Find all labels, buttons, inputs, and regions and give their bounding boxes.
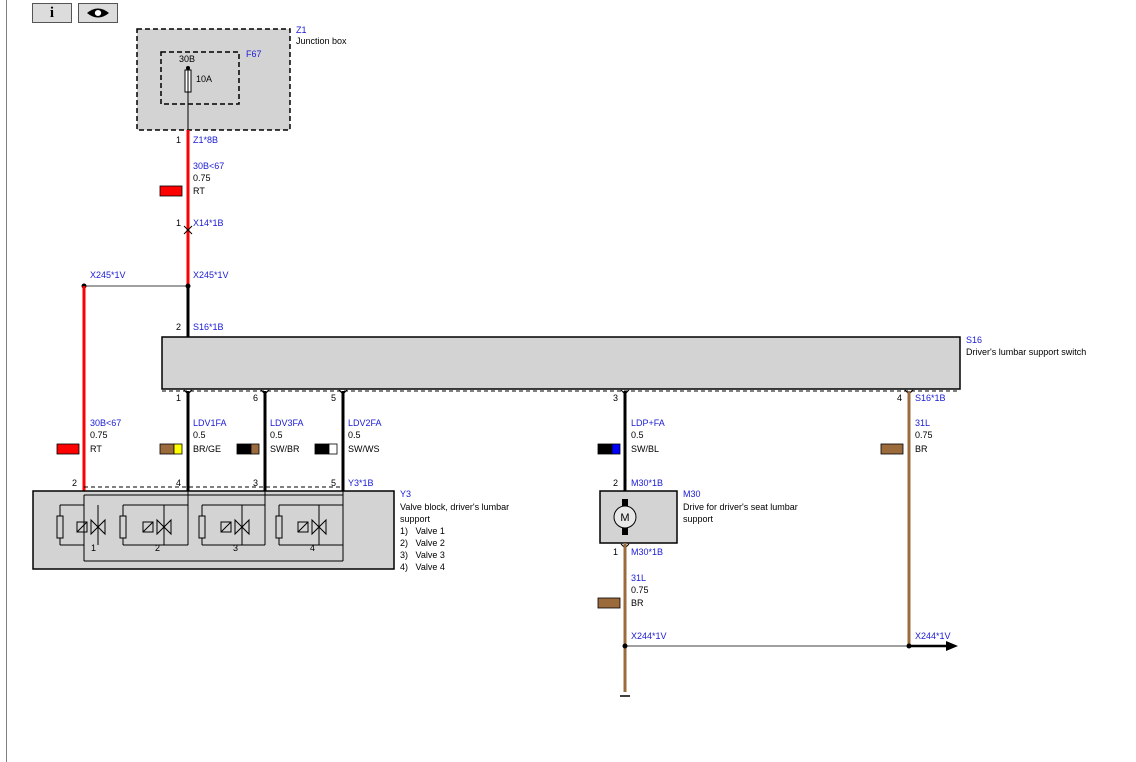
pin-s16-top: 2 — [176, 322, 181, 332]
wire-30b-left-size: 0.75 — [90, 430, 108, 440]
valve-4-symbol — [275, 504, 343, 546]
f67-terminal: 30B — [179, 54, 195, 64]
connector-x14-1b: X14*1B — [193, 218, 224, 228]
info-icon: i — [49, 4, 55, 21]
wire-ldv1-color: BR/GE — [193, 444, 221, 454]
eye-icon — [87, 8, 109, 18]
wire-ldv3-color: SW/BR — [270, 444, 300, 454]
connector-y3-1b: Y3*1B — [348, 478, 374, 488]
valve-number-1: 1 — [91, 543, 96, 553]
wire-31l-s16-size: 0.75 — [915, 430, 933, 440]
wire-31l-m30-signal: 31L — [631, 573, 646, 583]
info-button[interactable]: i — [32, 3, 72, 23]
wire-ldv2-color: SW/WS — [348, 444, 380, 454]
valve-2-symbol — [119, 504, 188, 546]
valve-3-symbol — [198, 504, 265, 546]
wire-31l-s16-color: BR — [915, 444, 928, 454]
pin-y3-30b: 2 — [72, 478, 77, 488]
valve-number-4: 4 — [310, 543, 315, 553]
m30-name-line2: support — [683, 514, 714, 524]
y3-id: Y3 — [400, 489, 411, 499]
f67-rating: 10A — [196, 74, 212, 84]
wire-ldv2-signal: LDV2FA — [348, 418, 382, 428]
motor-symbol: M — [620, 512, 629, 524]
pin-s16-ldv3: 6 — [253, 393, 258, 403]
continuation-arrow[interactable] — [909, 641, 958, 651]
y3-valve-4: 4) Valve 4 — [400, 562, 445, 572]
f67-id: F67 — [246, 49, 262, 59]
wire-ldv3-size: 0.5 — [270, 430, 283, 440]
y3-name-line2: support — [400, 514, 431, 524]
wire-31l-m30-size: 0.75 — [631, 585, 649, 595]
pin-s16-ldv2: 5 — [331, 393, 336, 403]
fuse-f67-frame — [160, 51, 240, 105]
motor-m30[interactable] — [599, 490, 678, 544]
valve-number-3: 3 — [233, 543, 238, 553]
y3-valve-1: 1) Valve 1 — [400, 526, 445, 536]
wire-30b-top-signal: 30B<67 — [193, 161, 224, 171]
m30-name-line1: Drive for driver's seat lumbar — [683, 502, 798, 512]
valve-block-y3[interactable] — [32, 486, 395, 570]
color-swatch-rt-left — [56, 443, 80, 455]
connector-m30-top: M30*1B — [631, 478, 663, 488]
color-swatch-br-ge — [159, 443, 183, 455]
color-swatch-br-m30 — [597, 597, 621, 609]
color-swatch-rt — [159, 185, 183, 197]
wire-ldv1-size: 0.5 — [193, 430, 206, 440]
s16-name: Driver's lumbar support switch — [966, 347, 1086, 357]
connector-m30-bottom: M30*1B — [631, 547, 663, 557]
left-border-rule — [6, 0, 7, 762]
z1-id: Z1 — [296, 25, 307, 35]
wire-31l-m30-color: BR — [631, 598, 644, 608]
wire-30b-top-color: RT — [193, 186, 205, 196]
color-swatch-sw-ws — [314, 443, 338, 455]
y3-valve-3: 3) Valve 3 — [400, 550, 445, 560]
connector-s16-right: S16*1B — [915, 393, 946, 403]
m30-id: M30 — [683, 489, 701, 499]
color-swatch-sw-bl — [597, 443, 621, 455]
wire-ldv1-signal: LDV1FA — [193, 418, 227, 428]
pin-m30-bottom: 1 — [613, 547, 618, 557]
view-button[interactable] — [78, 3, 118, 23]
pin-y3-ldv1: 4 — [176, 478, 181, 488]
wire-ldp-size: 0.5 — [631, 430, 644, 440]
connector-x245-left: X245*1V — [90, 270, 126, 280]
y3-name-line1: Valve block, driver's lumbar — [400, 502, 509, 512]
color-swatch-br — [880, 443, 904, 455]
connector-x245-right: X245*1V — [193, 270, 229, 280]
pin-s16-ldp: 3 — [613, 393, 618, 403]
s16-id: S16 — [966, 335, 982, 345]
connector-x244-right: X244*1V — [915, 631, 951, 641]
junction-box-z1[interactable] — [136, 28, 291, 131]
wire-ldp-color: SW/BL — [631, 444, 659, 454]
pin-y3-ldv2: 5 — [331, 478, 336, 488]
wire-ldv2-size: 0.5 — [348, 430, 361, 440]
color-swatch-sw-br — [236, 443, 260, 455]
wire-30b-left-signal: 30B<67 — [90, 418, 121, 428]
connector-s16-top: S16*1B — [193, 322, 224, 332]
lumbar-switch-s16[interactable] — [161, 336, 961, 392]
valve-number-2: 2 — [155, 543, 160, 553]
pin-s16-31l: 4 — [897, 393, 902, 403]
wire-ldp-signal: LDP+FA — [631, 418, 665, 428]
connector-z1-8b: Z1*8B — [193, 135, 218, 145]
wire-30b-top-size: 0.75 — [193, 173, 211, 183]
y3-valve-2: 2) Valve 2 — [400, 538, 445, 548]
pin-y3-ldv3: 3 — [253, 478, 258, 488]
valve-1-symbol — [56, 504, 106, 546]
pin-x14: 1 — [176, 218, 181, 228]
connector-x244-left: X244*1V — [631, 631, 667, 641]
wire-31l-s16-signal: 31L — [915, 418, 930, 428]
wire-30b-left-color: RT — [90, 444, 102, 454]
pin-s16-ldv1: 1 — [176, 393, 181, 403]
z1-name: Junction box — [296, 36, 347, 46]
pin-m30-top: 2 — [613, 478, 618, 488]
pin-z1: 1 — [176, 135, 181, 145]
wire-ldv3-signal: LDV3FA — [270, 418, 304, 428]
